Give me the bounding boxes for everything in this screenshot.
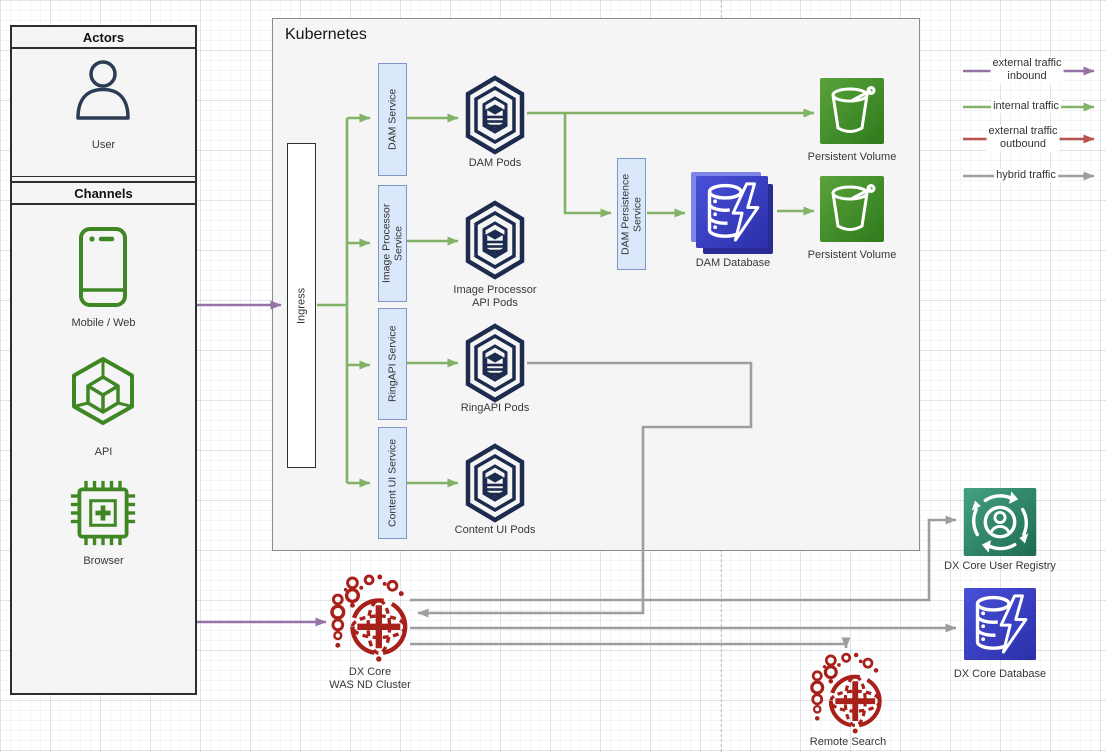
browser-chip-icon [70, 480, 136, 546]
actors-channels-panel[interactable]: Actors User Channels Mobile / Web [10, 25, 197, 695]
remote-search-label: Remote Search [809, 736, 887, 748]
ringapi-service-node[interactable]: RingAPI Service [378, 308, 407, 420]
dam-database-label: DAM Database [695, 257, 771, 269]
sidebar-separator [12, 176, 195, 177]
browser-label: Browser [83, 555, 124, 567]
image-processor-service-node[interactable]: Image Processor Service [378, 185, 407, 302]
dx-core-user-registry-icon[interactable] [963, 488, 1037, 556]
persistent-volume-top-label: Persistent Volume [807, 151, 897, 163]
remote-search-icon[interactable] [810, 650, 886, 736]
user-icon [76, 60, 130, 120]
ingress-node[interactable]: Ingress [287, 143, 316, 468]
persistent-volume-top-icon[interactable] [820, 78, 884, 144]
api-icon [72, 357, 134, 425]
legend-internal-traffic-label: internal traffic [991, 100, 1061, 113]
dam-pods-label: DAM Pods [468, 157, 522, 169]
mobile-web-label: Mobile / Web [71, 317, 136, 329]
ringapi-pods-label: RingAPI Pods [460, 402, 530, 414]
legend-hybrid-traffic-label: hybrid traffic [994, 169, 1058, 182]
kubernetes-title: Kubernetes [285, 26, 367, 43]
dam-persistence-service-node[interactable]: DAM Persistence Service [617, 158, 646, 270]
dx-core-was-nd-cluster-icon[interactable] [330, 572, 412, 664]
dx-core-database-label: DX Core Database [953, 668, 1047, 680]
api-label: API [94, 446, 113, 458]
dx-core-database-icon[interactable] [963, 588, 1037, 660]
user-label: User [91, 139, 116, 151]
dam-service-node[interactable]: DAM Service [378, 63, 407, 176]
ringapi-pods-icon[interactable] [463, 323, 527, 403]
mobile-phone-icon [79, 227, 127, 307]
actors-header: Actors [12, 27, 195, 49]
channels-header: Channels [12, 181, 195, 205]
legend-arrows [963, 66, 1095, 181]
persistent-volume-bottom-label: Persistent Volume [807, 249, 897, 261]
persistent-volume-bottom-icon[interactable] [820, 176, 884, 242]
content-ui-pods-label: Content UI Pods [454, 524, 536, 536]
dam-pods-icon[interactable] [463, 75, 527, 155]
content-ui-pods-icon[interactable] [463, 443, 527, 523]
dam-database-icon[interactable] [688, 169, 776, 255]
content-ui-service-node[interactable]: Content UI Service [378, 427, 407, 539]
image-processor-api-pods-icon[interactable] [463, 200, 527, 280]
dx-core-user-registry-label: DX Core User Registry [944, 560, 1056, 572]
